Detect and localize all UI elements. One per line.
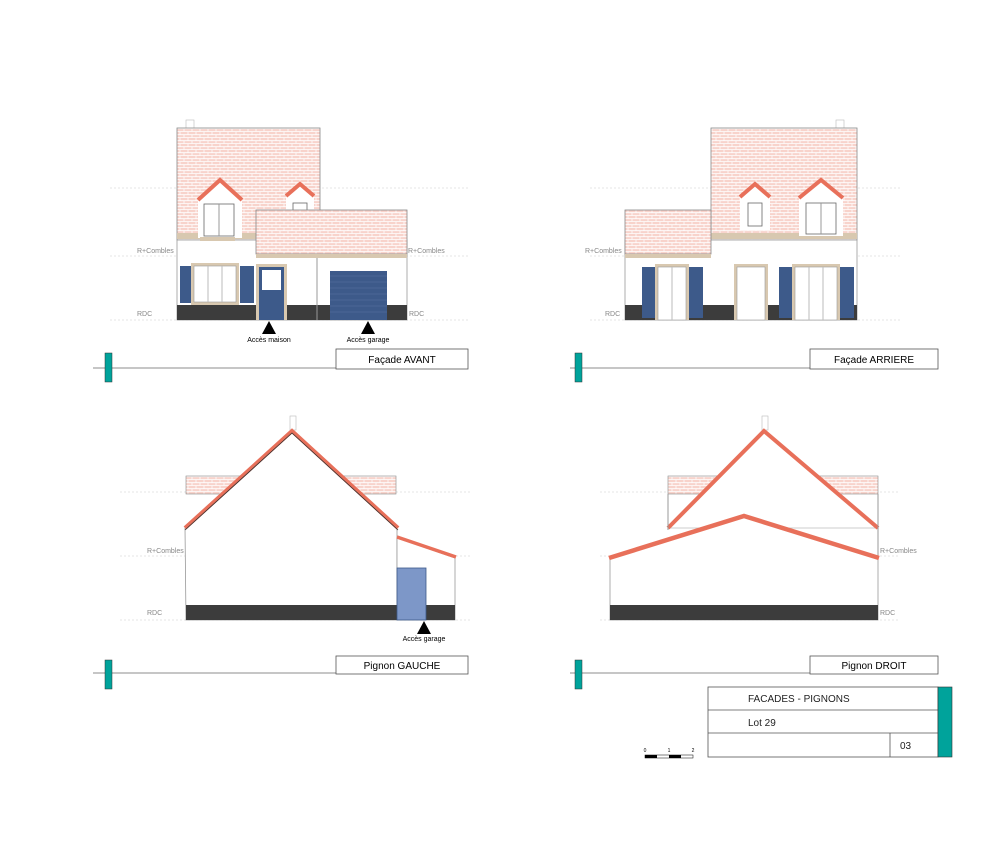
level-label: RDC xyxy=(409,311,424,318)
level-label: RDC xyxy=(137,311,152,318)
level-label: R+Combles xyxy=(585,248,622,255)
scale-bar: 0 1 2 xyxy=(644,748,695,759)
shutter xyxy=(240,266,254,303)
level-label: R+Combles xyxy=(408,248,445,255)
level-label: RDC xyxy=(880,610,895,617)
lot-label: Lot 29 xyxy=(748,718,776,729)
access-house-label: Accès maison xyxy=(247,337,291,344)
sheet-number: 03 xyxy=(900,741,912,752)
sheet-title: FACADES - PIGNONS xyxy=(748,694,850,705)
facade-arriere: R+Combles RDC Façade ARRIERE xyxy=(570,119,939,383)
level-label: R+Combles xyxy=(880,548,917,555)
scale-tick: 0 xyxy=(644,748,647,754)
scale-tick: 2 xyxy=(692,748,695,754)
section-marker xyxy=(104,659,113,690)
section-marker xyxy=(574,352,583,383)
garage-door xyxy=(396,567,427,621)
scale-tick: 1 xyxy=(668,748,671,754)
view-title: Pignon GAUCHE xyxy=(364,661,441,672)
section-marker xyxy=(104,352,113,383)
view-title: Façade AVANT xyxy=(368,355,435,366)
shutter xyxy=(180,266,194,303)
garage-door xyxy=(330,271,387,320)
title-block: FACADES - PIGNONS Lot 29 03 xyxy=(707,686,953,758)
window xyxy=(193,265,237,303)
pignon-gauche: Accès garage R+Combles RDC Pignon GAUCHE xyxy=(93,415,470,690)
level-label: RDC xyxy=(605,311,620,318)
access-arrow xyxy=(361,321,375,334)
level-label: R+Combles xyxy=(137,248,174,255)
level-label: RDC xyxy=(147,610,162,617)
view-title: Pignon DROIT xyxy=(841,661,906,672)
view-title: Façade ARRIERE xyxy=(834,355,914,366)
access-arrow xyxy=(417,621,431,634)
access-garage-label: Accès garage xyxy=(347,337,390,344)
section-marker xyxy=(574,659,583,690)
garage-roof xyxy=(255,209,408,255)
access-arrow xyxy=(262,321,276,334)
pignon-droit: R+Combles RDC Pignon DROIT xyxy=(570,415,939,690)
access-garage-label: Accès garage xyxy=(403,636,446,643)
facade-avant: Accès maison Accès garage R+Combles R+Co… xyxy=(93,119,470,383)
level-label: R+Combles xyxy=(147,548,184,555)
